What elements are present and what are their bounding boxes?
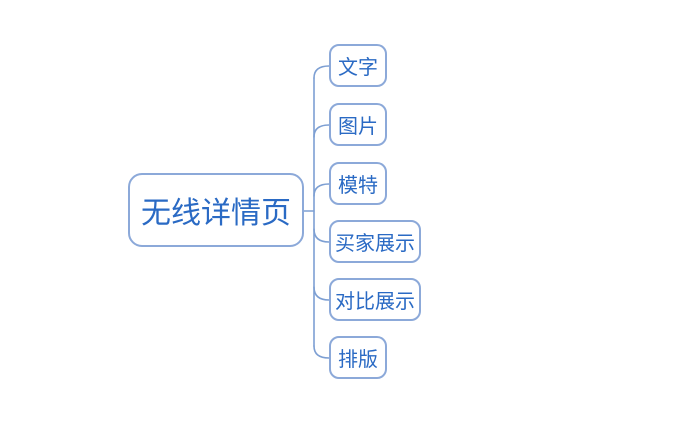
node-buyer-show-label: 买家展示 xyxy=(335,231,415,255)
node-buyer-show[interactable]: 买家展示 xyxy=(329,220,421,263)
node-image[interactable]: 图片 xyxy=(329,103,387,146)
node-model-label: 模特 xyxy=(338,173,378,197)
connector-branch-image xyxy=(313,124,330,138)
connector-branch-text xyxy=(313,65,330,79)
node-layout[interactable]: 排版 xyxy=(329,336,387,379)
node-text[interactable]: 文字 xyxy=(329,44,387,87)
connector-branch-compare-show xyxy=(313,286,330,301)
node-layout-label: 排版 xyxy=(338,347,378,371)
connector-branch-layout xyxy=(313,345,330,359)
connector-branch-model xyxy=(313,183,330,197)
root-node-wireless-detail-page[interactable]: 无线详情页 xyxy=(128,173,304,247)
root-node-label: 无线详情页 xyxy=(141,196,291,231)
node-text-label: 文字 xyxy=(338,55,378,79)
node-compare-show[interactable]: 对比展示 xyxy=(329,278,421,321)
node-compare-show-label: 对比展示 xyxy=(335,289,415,313)
node-image-label: 图片 xyxy=(338,114,378,138)
node-model[interactable]: 模特 xyxy=(329,162,387,205)
connector-branch-buyer-show xyxy=(313,228,330,243)
